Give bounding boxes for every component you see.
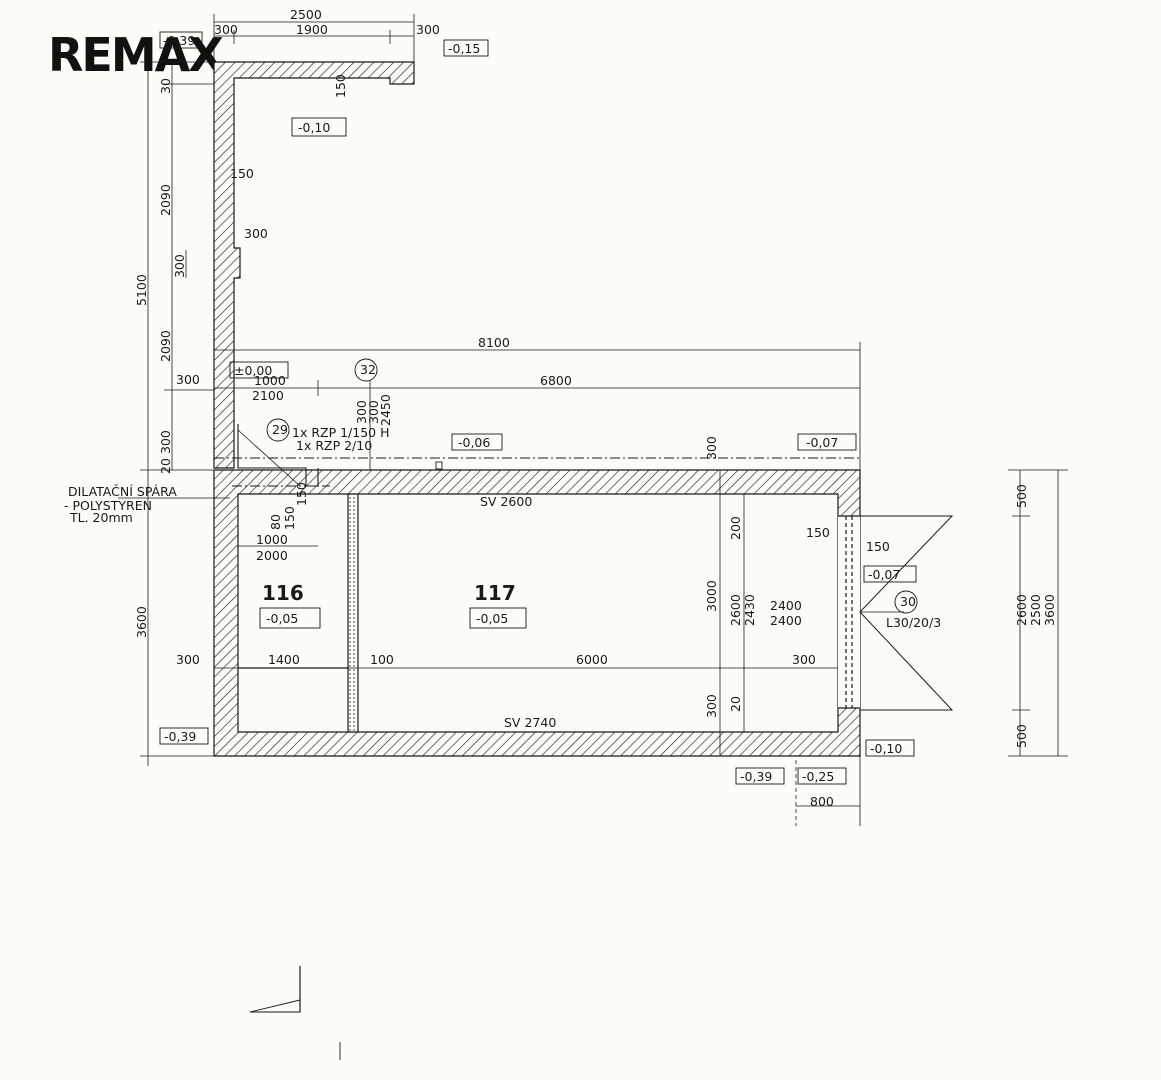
dim-r-2600: 2600	[728, 594, 743, 626]
dim-300-left: 300	[176, 372, 200, 387]
dim-b-300r: 300	[792, 652, 816, 667]
dim-b-6000: 6000	[576, 652, 608, 667]
level-corridor: -0,06	[458, 435, 490, 450]
dim-right-3600: 3600	[1042, 594, 1057, 626]
dim-sv-2740: SV 2740	[504, 715, 556, 730]
room-117-number: 117	[474, 581, 516, 605]
partition-wall	[347, 493, 359, 733]
lintel-label: L30/20/3	[886, 615, 941, 630]
dim-small-450: 150	[294, 482, 309, 506]
dim-stack-3: 2450	[378, 394, 393, 426]
room-116-number: 116	[262, 581, 304, 605]
dim-1000: 1000	[254, 373, 286, 388]
dim-left-2090b: 2090	[158, 330, 173, 362]
level-door: -0,07	[868, 567, 900, 582]
dim-stack-1: 300	[354, 400, 369, 424]
joint-note-3: TL. 20mm	[69, 510, 133, 525]
north-arrow-icon	[249, 999, 301, 1013]
dim-r-300-bot: 300	[704, 694, 719, 718]
callout-32: 32	[360, 362, 376, 377]
dim-left-300-mid: 300	[172, 254, 187, 278]
dim-small-80: 80	[268, 514, 283, 530]
rzp-note-1: 1x RZP 1/150 H	[292, 425, 389, 440]
dim-v-20: 20	[158, 458, 173, 474]
joint-note-1: DILATAČNÍ SPÁRA	[68, 484, 177, 499]
dim-r-20: 20	[728, 696, 743, 712]
dim-top-b: 1900	[296, 22, 328, 37]
dim-r-2430: 2430	[742, 594, 757, 626]
dim-small-150: 150	[282, 506, 297, 530]
level-right-top: -0,07	[806, 435, 838, 450]
dim-right-2600: 2600	[1014, 594, 1029, 626]
level-bottom-a: -0,39	[740, 769, 772, 784]
level-zero: ±0,00	[234, 363, 272, 378]
callout-29: 29	[272, 422, 288, 437]
joint-note-2: - POLYSTYREN	[64, 498, 152, 513]
room-117-level: -0,05	[476, 611, 508, 626]
main-walls	[213, 469, 861, 757]
dim-b-800: 800	[810, 794, 834, 809]
room-116-level: -0,05	[266, 611, 298, 626]
dim-right-500a: 500	[1014, 484, 1029, 508]
dim-v-300a: 300	[158, 430, 173, 454]
dim-top-c: 300	[416, 22, 440, 37]
dim-stack-2: 300	[366, 400, 381, 424]
dim-6800: 6800	[540, 373, 572, 388]
dim-right-2500: 2500	[1028, 594, 1043, 626]
dim-left-5100: 5100	[134, 274, 149, 306]
dim-small-1000: 1000	[256, 532, 288, 547]
dim-wall-150: 150	[230, 166, 254, 181]
dim-b-100: 100	[370, 652, 394, 667]
upper-wall	[213, 61, 415, 469]
dim-sv-2600: SV 2600	[480, 494, 532, 509]
level-bottom-left: -0,39	[164, 729, 196, 744]
level-top-left: -0,39	[163, 33, 195, 48]
remax-logo: REMAX	[48, 28, 224, 82]
dim-2400a: 2400	[770, 598, 802, 613]
dim-r-200: 200	[728, 516, 743, 540]
dim-r-3000: 3000	[704, 580, 719, 612]
dim-right-500b: 500	[1014, 724, 1029, 748]
dim-b-1400: 1400	[268, 652, 300, 667]
dim-150b: 150	[866, 539, 890, 554]
dim-left-30: 30	[158, 78, 173, 94]
dim-left-2090a: 2090	[158, 184, 173, 216]
door-opening	[838, 516, 860, 708]
callout-30: 30	[900, 594, 916, 609]
dim-v-3600-left: 3600	[134, 606, 149, 638]
level-bottom-right: -0,10	[870, 741, 902, 756]
dim-top-total: 2500	[290, 7, 322, 22]
level-upper-area: -0,10	[298, 120, 330, 135]
dim-wall-150-top: 150	[333, 74, 348, 98]
dim-2400b: 2400	[770, 613, 802, 628]
rzp-note-2: 1x RZP 2/10	[296, 438, 372, 453]
dim-small-2000: 2000	[256, 548, 288, 563]
dim-top-a: 300	[214, 22, 238, 37]
dim-wall-300: 300	[244, 226, 268, 241]
dim-2100: 2100	[252, 388, 284, 403]
dim-overall-8100: 8100	[478, 335, 510, 350]
level-bottom-b: -0,25	[802, 769, 834, 784]
dim-r-300-top: 300	[704, 436, 719, 460]
dim-b-300: 300	[176, 652, 200, 667]
level-top-right: -0,15	[448, 41, 480, 56]
dim-150a: 150	[806, 525, 830, 540]
